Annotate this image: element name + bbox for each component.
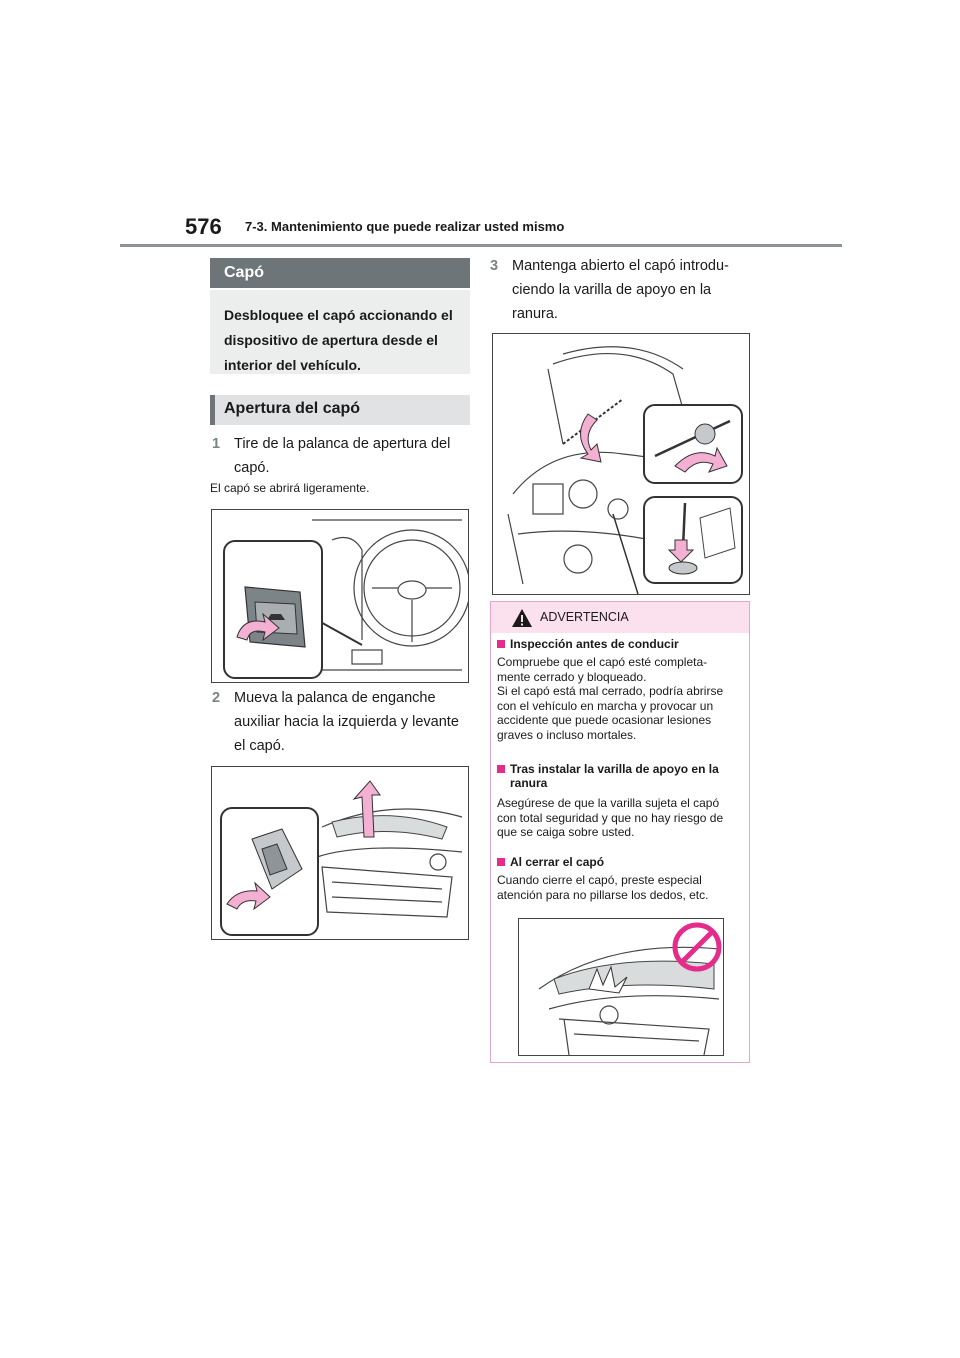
warning-line: con el vehículo en marcha y provocar un (497, 698, 714, 713)
intro-box: Desbloquee el capó accionando el disposi… (210, 290, 470, 374)
warning-box: ADVERTENCIA Inspección antes de conducir… (490, 601, 750, 1063)
warning-item-title: Inspección antes de conducir (497, 637, 745, 651)
warning-item-body: Cuando cierre el capó, preste especial a… (497, 873, 745, 902)
warning-item-1: Inspección antes de conducir Compruebe q… (497, 637, 745, 742)
warning-line: Compruebe que el capó esté completa- (497, 655, 708, 669)
warning-title: ADVERTENCIA (540, 610, 629, 624)
step-text: Mantenga abierto el capó introdu- ciendo… (512, 254, 729, 326)
section-title: 7-3. Mantenimiento que puede realizar us… (245, 219, 565, 234)
bullet-square-icon (497, 640, 505, 648)
step-note: El capó se abrirá ligeramente. (210, 481, 370, 495)
warning-item-3: Al cerrar el capó Cuando cierre el capó,… (497, 855, 745, 902)
lever-inset (223, 540, 323, 679)
bullet-square-icon (497, 858, 505, 866)
step-1: 1 Tire de la palanca de apertura del cap… (212, 432, 472, 482)
rod-inset-top (643, 404, 743, 484)
intro-line: interior del vehículo. (224, 357, 361, 373)
bullet-square-icon (497, 765, 505, 773)
warning-item-title: Tras instalar la varilla de apoyo en la (497, 762, 745, 776)
step-line: auxiliar hacia la izquierda y levante (234, 714, 459, 730)
step-line: ciendo la varilla de apoyo en la (512, 282, 712, 298)
warning-item-body: Compruebe que el capó esté completa- men… (497, 655, 745, 742)
warning-line: con total seguridad y que no hay riesgo … (497, 810, 724, 825)
step-number: 2 (212, 690, 221, 706)
step-number: 1 (212, 436, 221, 452)
section-banner: Capó (210, 258, 470, 288)
rod-inset-bottom (643, 496, 743, 584)
intro-line: dispositivo de apertura desde el (224, 332, 438, 348)
step-3: 3 Mantenga abierto el capó introdu- cien… (490, 254, 750, 329)
figure-hood-release (211, 509, 469, 683)
step-line: Tire de la palanca de apertura del (234, 436, 451, 452)
figure-support-rod (492, 333, 750, 595)
catch-inset (220, 807, 319, 936)
warning-item-2: Tras instalar la varilla de apoyo en la … (497, 762, 745, 840)
warning-item-title: Al cerrar el capó (497, 855, 745, 869)
warning-line: Si el capó está mal cerrado, podría abri… (497, 684, 724, 698)
step-line: Mueva la palanca de enganche (234, 690, 436, 706)
warning-line: accidente que puede ocasionar lesiones (497, 713, 712, 727)
step-text: Tire de la palanca de apertura del capó. (234, 432, 450, 480)
closing-hood-illustration (538, 922, 722, 1055)
warning-item-title-text: Al cerrar el capó (510, 855, 605, 869)
figure-auxiliary-catch (211, 766, 469, 940)
header-divider (120, 244, 842, 247)
step-line: ranura. (512, 306, 558, 322)
warning-line: Asegúrese de que la varilla sujeta el ca… (497, 796, 720, 810)
warning-line: graves o incluso mortales. (497, 727, 637, 742)
step-2: 2 Mueva la palanca de enganche auxiliar … (212, 686, 472, 761)
warning-item-title-text: Inspección antes de conducir (510, 637, 679, 651)
warning-line: mente cerrado y bloqueado. (497, 669, 647, 684)
warning-triangle-icon (512, 609, 532, 627)
warning-item-body: Asegúrese de que la varilla sujeta el ca… (497, 796, 745, 840)
subheading: Apertura del capó (210, 395, 470, 425)
step-line: capó. (234, 460, 270, 476)
warning-item-title-text: Tras instalar la varilla de apoyo en la (510, 762, 719, 776)
warning-line: que se caiga sobre usted. (497, 825, 635, 839)
dashboard-illustration (307, 519, 468, 671)
intro-line: Desbloquee el capó accionando el (224, 307, 453, 323)
step-line: Mantenga abierto el capó introdu- (512, 258, 729, 274)
warning-header: ADVERTENCIA (491, 602, 749, 633)
prohibition-icon (672, 922, 722, 972)
figure-closing-hood (518, 918, 724, 1056)
car-front-illustration (316, 780, 463, 918)
warning-line: Cuando cierre el capó, preste especial (497, 873, 702, 887)
warning-item-title-cont: ranura (510, 776, 548, 790)
step-text: Mueva la palanca de enganche auxiliar ha… (234, 686, 459, 758)
step-line: el capó. (234, 738, 285, 754)
warning-line: atención para no pillarse los dedos, etc… (497, 887, 709, 902)
step-number: 3 (490, 258, 499, 274)
page-number: 576 (185, 214, 222, 239)
